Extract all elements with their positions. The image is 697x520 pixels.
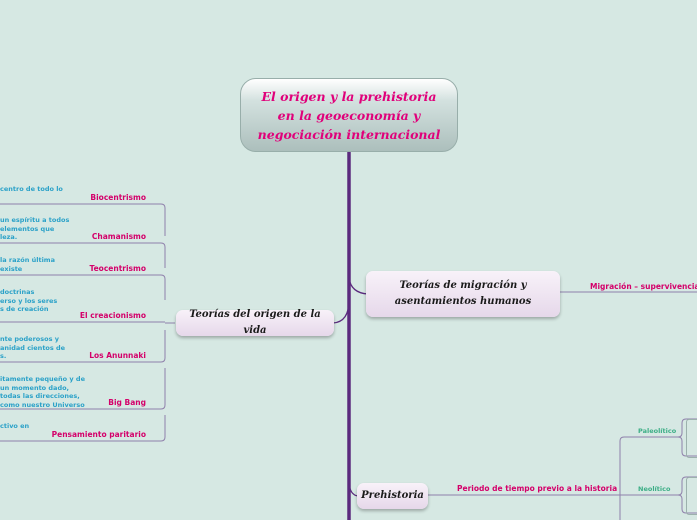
branch-paritario — [0, 415, 166, 442]
leaf-box-paleolitico[interactable] — [686, 419, 697, 458]
central-topic[interactable]: El origen y la prehistoria en la geoecon… — [240, 78, 458, 152]
connector-prehistory — [348, 482, 359, 497]
leaf-box-neolitico[interactable] — [686, 477, 697, 515]
desc-chamanismo: un espíritu a todos elementos que leza. — [0, 216, 70, 242]
subtopic-neolitico[interactable]: Neolítico — [638, 485, 671, 493]
subtopic-chamanismo[interactable]: Chamanismo — [91, 232, 146, 241]
branch-bigbang — [0, 368, 166, 410]
desc-bigbang: itamente pequeño y de un momento dado, t… — [0, 375, 85, 409]
bracket-periods — [619, 436, 678, 520]
subtopic-teocentrismo[interactable]: Teocentrismo — [89, 264, 146, 273]
branch-teocentrismo — [0, 274, 166, 300]
migration-topic[interactable]: Teorías de migración y asentamientos hum… — [366, 271, 560, 317]
desc-creacionismo: doctrinas erso y los seres s de creación — [0, 288, 58, 314]
branch-neolitico-up — [677, 476, 697, 496]
branch-biocentrismo — [0, 203, 166, 236]
subtopic-paritario[interactable]: Pensamiento paritario — [51, 430, 146, 439]
branch-paleolitico — [677, 418, 697, 438]
subtopic-prehistory-period[interactable]: Periodo de tiempo previo a la historia — [457, 484, 618, 493]
subtopic-paleolitico[interactable]: Paleolítico — [638, 427, 677, 435]
desc-biocentrismo: centro de todo lo — [0, 185, 63, 193]
connector-migration — [348, 277, 369, 295]
branch-chamanismo — [0, 242, 166, 268]
subtopic-bigbang[interactable]: Big Bang — [108, 398, 146, 407]
branch-anunnaki — [0, 330, 166, 363]
branch-neolitico-down — [677, 494, 697, 514]
subtopic-biocentrismo[interactable]: Biocentrismo — [90, 193, 146, 202]
subtopic-creacionismo[interactable]: El creacionismo — [79, 311, 146, 320]
desc-paritario: ctivo en — [0, 422, 30, 430]
prehistory-topic[interactable]: Prehistoria — [357, 483, 428, 509]
subtopic-anunnaki[interactable]: Los Anunnaki — [89, 351, 146, 360]
theories-topic[interactable]: Teorías del origen de la vida — [176, 309, 334, 336]
branch-paleolitico-lower — [677, 436, 697, 457]
subtopic-migration[interactable]: Migración – supervivencia – — [590, 282, 697, 291]
desc-teocentrismo: la razón última existe — [0, 256, 55, 273]
connector-theories — [332, 299, 350, 324]
desc-anunnaki: nte poderosos y anidad cientos de s. — [0, 335, 66, 361]
